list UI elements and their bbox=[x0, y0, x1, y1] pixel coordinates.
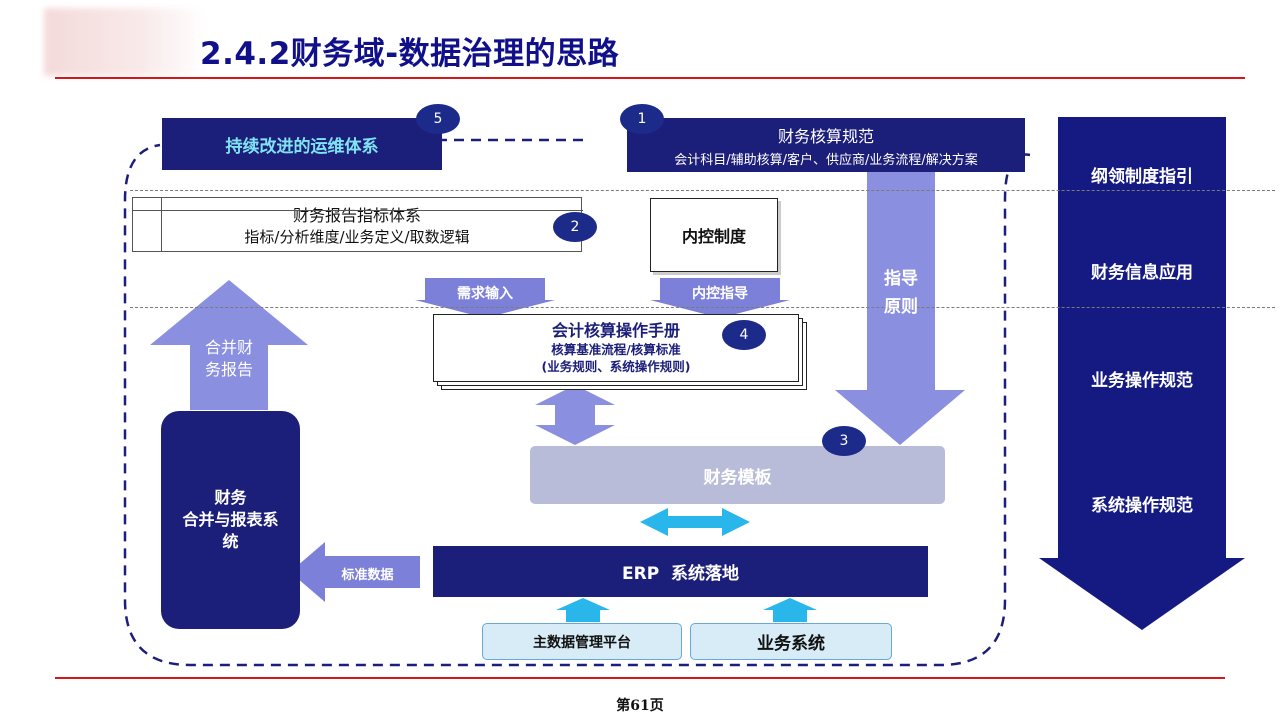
guiding-principle-line1: 指导 bbox=[884, 269, 918, 289]
divider-1 bbox=[130, 190, 1275, 191]
continuous-improvement-box: 持续改进的运维体系 bbox=[162, 118, 442, 170]
manual-line3: (业务规则、系统操作规则) bbox=[541, 358, 691, 374]
accounting-spec-box: 财务核算规范 会计科目/辅助核算/客户、供应商/业务流程/解决方案 bbox=[627, 118, 1025, 172]
page-title: 2.4.2财务域-数据治理的思路 bbox=[200, 36, 620, 72]
master-data-box: 主数据管理平台 bbox=[482, 623, 682, 660]
erp-box: ERP 系统落地 bbox=[433, 546, 928, 597]
accounting-spec-subtitle: 会计科目/辅助核算/客户、供应商/业务流程/解决方案 bbox=[674, 152, 978, 168]
level-2-label: 财务信息应用 bbox=[1091, 263, 1193, 283]
guiding-principle-arrow bbox=[835, 172, 965, 445]
manual-template-arrow bbox=[535, 385, 615, 445]
internal-control-doc: 内控制度 bbox=[650, 198, 778, 272]
consolidated-report-label: 合并财 务报告 bbox=[190, 337, 268, 381]
report-index-box: 财务报告指标体系 指标/分析维度/业务定义/取数逻辑 bbox=[132, 197, 583, 252]
badge-4: 4 bbox=[722, 320, 766, 350]
standard-data-arrow bbox=[290, 542, 420, 602]
badge-1: 1 bbox=[620, 104, 664, 134]
system-boundary bbox=[123, 138, 1031, 667]
manual-title: 会计核算操作手册 bbox=[551, 320, 680, 340]
business-system-box: 业务系统 bbox=[690, 623, 892, 660]
divider-2 bbox=[130, 307, 1275, 308]
consolidation-line2: 合并与报表系 bbox=[182, 510, 279, 529]
master-data-arrow bbox=[556, 598, 610, 622]
consolidation-line3: 统 bbox=[222, 532, 239, 551]
level-1-label: 纲领制度指引 bbox=[1091, 167, 1193, 187]
demand-input-arrow bbox=[415, 278, 555, 318]
level-3-label: 业务操作规范 bbox=[1091, 371, 1193, 391]
badge-2: 2 bbox=[553, 212, 597, 242]
control-guidance-arrow bbox=[650, 278, 790, 318]
control-guidance-label: 内控指导 bbox=[692, 286, 748, 302]
consolidated-report-line1: 合并财 bbox=[204, 338, 253, 357]
business-system-arrow bbox=[763, 598, 817, 622]
report-index-side bbox=[133, 198, 162, 251]
report-index-topline bbox=[133, 210, 583, 211]
consolidated-report-line2: 务报告 bbox=[204, 360, 253, 379]
finance-template-box: 财务模板 bbox=[530, 446, 945, 504]
guiding-principle-line2: 原则 bbox=[884, 297, 918, 317]
bottom-red-rule bbox=[55, 677, 1225, 679]
manual-line2: 核算基准流程/核算标准 bbox=[551, 341, 681, 357]
badge-5: 5 bbox=[416, 104, 460, 134]
standard-data-label: 标准数据 bbox=[341, 568, 394, 583]
consolidation-system-box: 财务 合并与报表系 统 bbox=[161, 411, 300, 629]
manual-box: 会计核算操作手册 核算基准流程/核算标准 (业务规则、系统操作规则) bbox=[433, 314, 799, 382]
demand-input-label: 需求输入 bbox=[457, 286, 513, 302]
consolidated-report-arrow bbox=[150, 280, 308, 410]
accounting-spec-title: 财务核算规范 bbox=[777, 126, 874, 146]
report-index-title: 财务报告指标体系 bbox=[292, 206, 421, 225]
consolidation-line1: 财务 bbox=[214, 488, 247, 507]
logo-area bbox=[44, 8, 204, 76]
level-4-label: 系统操作规范 bbox=[1091, 496, 1193, 516]
levels-arrow bbox=[1039, 117, 1245, 630]
report-index-subtitle: 指标/分析维度/业务定义/取数逻辑 bbox=[244, 228, 470, 246]
template-erp-arrow bbox=[640, 508, 750, 536]
badge-3: 3 bbox=[822, 426, 866, 456]
page-number: 第61页 bbox=[616, 698, 664, 714]
top-red-rule bbox=[55, 77, 1245, 79]
guiding-principle-label: 指导 原则 bbox=[867, 265, 935, 321]
